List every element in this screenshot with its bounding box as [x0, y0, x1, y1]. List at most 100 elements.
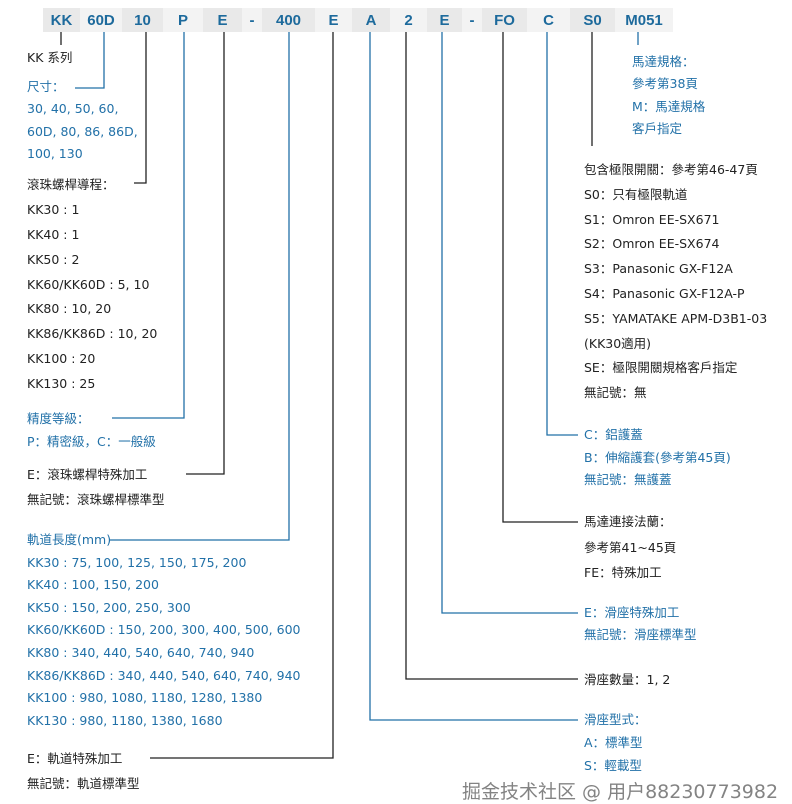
legend-line: 參考第41~45頁 — [584, 539, 677, 555]
legend-flange: 馬達連接法蘭： 參考第41~45頁 FE：特殊加工 — [584, 509, 676, 586]
leader-size — [75, 32, 105, 89]
watermark: 掘金技术社区 @ 用户88230773982 — [462, 781, 779, 803]
legend-line: P：精密級，C：一般級 — [27, 434, 156, 449]
legend-line: 滑座數量：1, 2 — [584, 672, 671, 687]
code-segment: C — [527, 8, 570, 32]
legend-line: 馬達規格： — [632, 54, 695, 69]
legend-line: KK50 : 2 — [27, 251, 80, 267]
legend-line: S1：Omron EE-SX671 — [584, 211, 720, 227]
legend-size: 尺寸： 30, 40, 50, 60, 60D, 80, 86, 86D, 100, … — [27, 76, 138, 165]
code-segment: E — [315, 8, 352, 32]
legend-line: S3：Panasonic GX-F12A — [584, 261, 733, 277]
legend-line: KK86/KK86D : 10, 20 — [27, 326, 158, 342]
legend-line: 30, 40, 50, 60, — [27, 101, 119, 117]
legend-line: KK130 : 980, 1180, 1380, 1680 — [27, 712, 223, 728]
leader-cover — [546, 32, 578, 436]
leader-block-qty — [405, 32, 578, 680]
legend-line: (KK30適用) — [584, 335, 652, 351]
legend-line: 無記號：軌道標準型 — [27, 776, 140, 791]
legend-line: KK40 : 100, 150, 200 — [27, 577, 159, 593]
leader-block-type — [369, 32, 578, 721]
legend-line: KK 系列 — [27, 50, 73, 65]
code-segment: 10 — [122, 8, 163, 32]
legend-cover: C：鋁護蓋 B：伸縮護套(參考第45頁) 無記號：無護蓋 — [584, 424, 731, 492]
leader-rail-length — [110, 32, 290, 541]
legend-line: 軌道長度(mm) — [27, 532, 112, 547]
leader-precision — [112, 32, 185, 419]
legend-line: 無記號：滾珠螺桿標準型 — [27, 492, 165, 507]
code-segment: M051 — [615, 8, 673, 32]
legend-motor: 馬達規格： 參考第38頁 M：馬達規格客戶指定 — [632, 51, 705, 140]
legend-line: M：馬達規格 — [632, 98, 706, 114]
leader-lead — [134, 32, 147, 184]
legend-line: KK80 : 10, 20 — [27, 301, 112, 317]
legend-line: 100, 130 — [27, 145, 83, 161]
code-segment: P — [163, 8, 203, 32]
legend-line: KK30 : 75, 100, 125, 150, 175, 200 — [27, 554, 247, 570]
legend-line: KK130 : 25 — [27, 376, 96, 392]
legend-line: SE：極限開關規格客戶指定 — [584, 360, 738, 376]
legend-line: KK100 : 20 — [27, 351, 96, 367]
legend-rail-special: E：軌道特殊加工無記號：軌道標準型 — [27, 746, 140, 796]
legend-line: 客戶指定 — [632, 120, 683, 136]
legend-line: A：標準型 — [584, 735, 643, 750]
code-segment: 400 — [262, 8, 315, 32]
legend-line: KK30 : 1 — [27, 201, 80, 217]
code-segment: 2 — [390, 8, 427, 32]
legend-line: KK40 : 1 — [27, 226, 80, 242]
code-segment: FO — [482, 8, 527, 32]
legend-line: 滑座型式： — [584, 712, 647, 727]
legend-lead: 滾珠螺桿導程： KK30 : 1 KK40 : 1 KK50 : 2 KK60/KK60… — [27, 173, 157, 397]
legend-series: KK 系列 — [27, 47, 72, 69]
legend-line: 精度等級： — [27, 411, 90, 426]
legend-line: E：滑座特殊加工 — [584, 605, 680, 620]
legend-line: KK80 : 340, 440, 540, 640, 740, 940 — [27, 644, 255, 660]
code-segment: E — [203, 8, 242, 32]
legend-line: 無記號：滑座標準型 — [584, 627, 697, 642]
legend-limit-switch: 包含極限開關：參考第46-47頁 S0：只有極限軌道 S1：Omron EE-SX6… — [584, 158, 767, 406]
code-segment: E — [427, 8, 462, 32]
legend-line: B：伸縮護套(參考第45頁) — [584, 449, 731, 465]
legend-rail-length: 軌道長度(mm) KK30 : 75, 100, 125, 150, 175, 2… — [27, 529, 300, 732]
legend-line: 馬達連接法蘭： — [584, 514, 672, 529]
legend-line: 60D, 80, 86, 86D, — [27, 123, 138, 139]
legend-precision: 精度等級： P：精密級，C：一般級 — [27, 407, 156, 453]
code-segment: KK — [43, 8, 80, 32]
code-segment: S0 — [570, 8, 615, 32]
legend-block-special: E：滑座特殊加工無記號：滑座標準型 — [584, 602, 697, 646]
legend-block-type: 滑座型式： A：標準型 S：輕載型 — [584, 708, 647, 777]
leader-screw-special — [186, 32, 225, 475]
legend-line: S0：只有極限軌道 — [584, 186, 688, 202]
legend-line: 尺寸： — [27, 79, 65, 94]
legend-line: 無記號：無護蓋 — [584, 472, 672, 487]
legend-line: S2：Omron EE-SX674 — [584, 236, 720, 252]
legend-line: E：軌道特殊加工 — [27, 751, 123, 766]
code-segment: - — [242, 8, 262, 32]
legend-line: KK60/KK60D : 5, 10 — [27, 276, 150, 292]
legend-line: KK50 : 150, 200, 250, 300 — [27, 599, 191, 615]
legend-line: E：滾珠螺桿特殊加工 — [27, 467, 148, 482]
leader-block-special — [441, 32, 578, 614]
legend-line: S5：YAMATAKE APM-D3B1-03 — [584, 310, 768, 326]
legend-screw-special: E：滾珠螺桿特殊加工無記號：滾珠螺桿標準型 — [27, 462, 165, 512]
legend-line: 包含極限開關：參考第46-47頁 — [584, 162, 758, 177]
legend-line: 無記號：無 — [584, 385, 647, 401]
legend-line: S4：Panasonic GX-F12A-P — [584, 285, 745, 301]
leader-flange — [502, 32, 578, 523]
code-segment: 60D — [80, 8, 122, 32]
legend-line: 參考第38頁 — [632, 76, 698, 92]
legend-line: FE：特殊加工 — [584, 565, 662, 580]
legend-line: 滾珠螺桿導程： — [27, 177, 115, 192]
code-segment: A — [352, 8, 390, 32]
legend-line: C：鋁護蓋 — [584, 427, 643, 442]
legend-block-qty: 滑座數量：1, 2 — [584, 668, 670, 692]
legend-line: KK60/KK60D : 150, 200, 300, 400, 500, 60… — [27, 622, 301, 638]
legend-line: KK86/KK86D : 340, 440, 540, 640, 740, 94… — [27, 667, 301, 683]
code-segment: - — [462, 8, 482, 32]
leader-rail-special — [150, 32, 334, 759]
legend-line: KK100 : 980, 1080, 1180, 1280, 1380 — [27, 690, 263, 706]
legend-line: S：輕載型 — [584, 758, 642, 773]
